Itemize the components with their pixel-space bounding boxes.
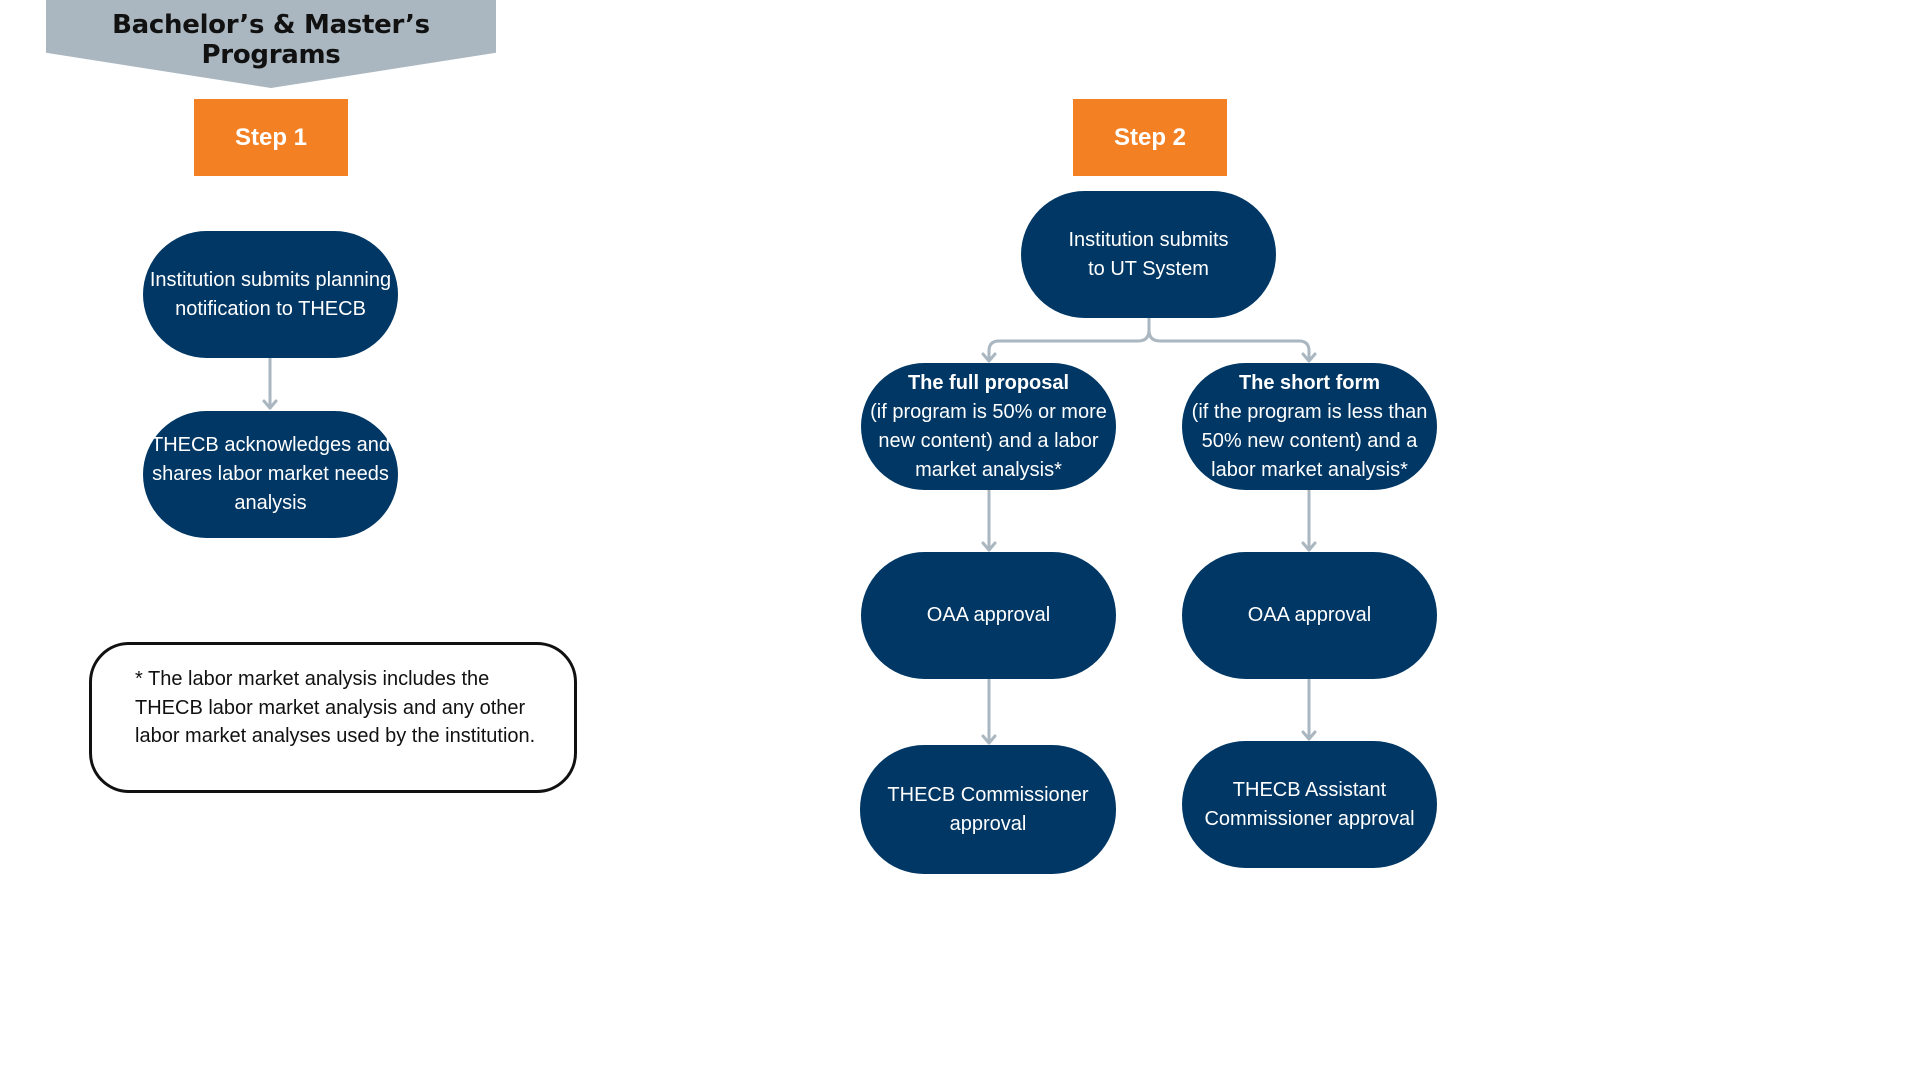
step1-label: Step 1: [194, 99, 348, 176]
node-oaa-approval-left: OAA approval: [861, 552, 1116, 679]
connector-fork: [987, 316, 1151, 362]
connectors: [262, 316, 1317, 745]
footnote-box: * The labor market analysis includes the…: [89, 642, 577, 793]
step2-label: Step 2: [1073, 99, 1227, 176]
full-proposal-detail: (if program is 50% or more new content) …: [870, 400, 1107, 481]
arrowhead-right-1: [1301, 541, 1317, 552]
node-step1-acknowledge-text: THECB acknowledges and shares labor mark…: [150, 434, 390, 514]
node-full-proposal: The full proposal (if program is 50% or …: [861, 363, 1116, 490]
full-proposal-title: The full proposal: [907, 371, 1070, 394]
node-step2-submit-text: Institution submits to UT System: [1068, 228, 1229, 280]
node-commissioner-approval: THECB Commissioner approval: [860, 745, 1116, 874]
node-oaa-approval-right: OAA approval: [1182, 552, 1437, 679]
arrowhead-left-1: [981, 541, 997, 552]
node-step1-submit-text: Institution submits planning notificatio…: [149, 268, 392, 320]
oaa-approval-right-text: OAA approval: [1247, 604, 1372, 626]
oaa-approval-left-text: OAA approval: [926, 604, 1051, 626]
arrowhead-left-2: [981, 734, 997, 745]
arrowhead-right-2: [1301, 730, 1317, 741]
connector-fork-right: [1147, 328, 1311, 362]
footnote-text: * The labor market analysis includes the…: [135, 668, 536, 747]
short-form-detail: (if the program is less than 50% new con…: [1191, 400, 1428, 481]
node-step1-acknowledge: THECB acknowledges and shares labor mark…: [143, 411, 398, 538]
node-step1-submit: Institution submits planning notificatio…: [143, 231, 398, 358]
node-step2-submit: Institution submits to UT System: [1021, 191, 1276, 318]
arrowhead-step1: [262, 399, 278, 410]
short-form-title: The short form: [1238, 371, 1381, 394]
page-title: Bachelor’s & Master’s Programs: [112, 10, 430, 70]
node-short-form: The short form (if the program is less t…: [1182, 363, 1437, 490]
commissioner-approval-text: THECB Commissioner approval: [887, 783, 1089, 835]
node-assistant-commissioner-approval: THECB Assistant Commissioner approval: [1182, 741, 1437, 868]
arrowhead-fork-left: [981, 352, 997, 363]
arrowhead-fork-right: [1301, 352, 1317, 363]
assistant-commissioner-approval-text: THECB Assistant Commissioner approval: [1204, 778, 1415, 830]
